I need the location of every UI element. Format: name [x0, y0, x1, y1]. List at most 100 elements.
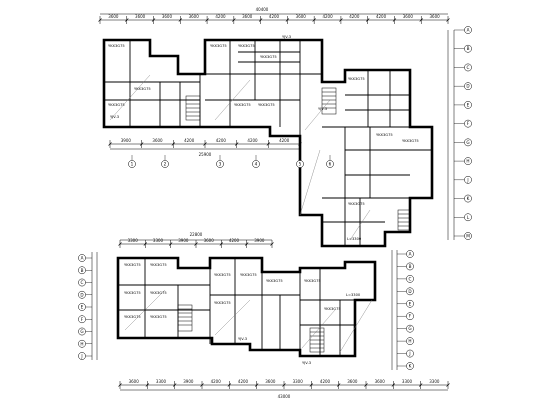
axis-label: G — [408, 326, 411, 331]
axis-bubble — [161, 160, 169, 168]
dimension-label: 3600 — [375, 379, 386, 384]
dimension-slash — [234, 142, 239, 146]
axis-bubble — [464, 175, 472, 184]
dimension-label: 3600 — [135, 14, 146, 19]
axis-label: D — [408, 289, 411, 294]
dimension-slash — [194, 242, 198, 246]
dimension-slash — [298, 142, 302, 146]
dimension-label: 4200 — [216, 138, 227, 143]
axis-label: 6 — [329, 162, 332, 167]
room-label: YKX3G75 — [260, 55, 277, 59]
axis-bubble — [252, 160, 260, 168]
lower-top-total-dim: 22800 — [190, 232, 203, 237]
wiring-note: YJV-3 — [238, 337, 247, 341]
dimension-label: 3600 — [204, 238, 215, 243]
axis-label: B — [467, 46, 470, 51]
dimension-slash — [145, 383, 150, 387]
axis-bubble — [78, 278, 86, 287]
wiring-note: YJV-3 — [110, 115, 119, 119]
room-label: YKX3G75 — [348, 202, 365, 206]
dimension-slash — [419, 18, 423, 22]
axis-label: H — [80, 341, 83, 346]
axis-bubble — [464, 101, 472, 109]
dimension-label: 3600 — [430, 14, 441, 19]
axis-label: G — [466, 140, 469, 145]
axis-label: F — [409, 314, 412, 319]
dimension-slash — [309, 383, 314, 387]
axis-bubble — [464, 63, 472, 72]
axis-label: E — [409, 301, 412, 306]
axis-bubble — [406, 275, 414, 283]
axis-bubble — [464, 26, 472, 34]
dimension-label: 3600 — [347, 379, 358, 384]
wiring-note: YJV-3 — [302, 361, 311, 365]
axis-label: F — [81, 317, 84, 322]
dimension-label: 4200 — [320, 379, 331, 384]
axis-bubble — [326, 160, 334, 168]
axis-bubble — [128, 160, 136, 168]
room-label: YKX3G75 — [240, 273, 257, 277]
upper-top-total-dim: 40400 — [256, 7, 269, 12]
dimension-label: 3600 — [265, 379, 276, 384]
dimension-slash — [171, 142, 176, 146]
axis-label: C — [409, 276, 412, 281]
upper-block-room-labels: YKX3G75 YKX3G75 YKX3G75 YKX3G75 YKX3G75 … — [108, 35, 419, 241]
dimension-label: 3300 — [429, 379, 440, 384]
axis-label: C — [81, 280, 84, 285]
axis-label: A — [409, 252, 412, 257]
dimension-label: 3900 — [254, 238, 265, 243]
room-label: YKX3G75 — [348, 77, 365, 81]
axis-label: K — [409, 364, 412, 369]
axis-label: J — [408, 351, 410, 356]
axis-label: J — [466, 177, 468, 182]
upper-mid-total-dim: 25900 — [199, 152, 212, 157]
dimension-slash — [336, 383, 341, 387]
dimension-label: 3300 — [156, 379, 167, 384]
axis-label: A — [467, 28, 470, 33]
axis-label: L — [467, 215, 470, 220]
dimension-slash — [108, 142, 112, 146]
axis-label: H — [408, 339, 411, 344]
lower-block-room-labels: YKX3G75 YKX3G75 YKX3G75 YKX3G75 YKX3G75 … — [124, 263, 361, 365]
room-label: YKX3G75 — [238, 44, 255, 48]
axis-bubble — [78, 290, 86, 299]
dimension-slash — [151, 18, 156, 22]
axis-label: D — [466, 84, 469, 89]
dimension-slash — [227, 383, 232, 387]
dimension-slash — [270, 242, 274, 246]
axis-label: K — [467, 196, 470, 201]
room-label: YKX3G75 — [376, 133, 393, 137]
axis-bubble — [406, 349, 414, 358]
dimension-slash — [118, 242, 122, 246]
dimension-label: 3600 — [108, 14, 119, 19]
lower-bottom-total-dim: 43000 — [278, 394, 291, 399]
axis-label: 1 — [131, 162, 134, 167]
axis-label: C — [467, 65, 470, 70]
dimension-slash — [391, 383, 396, 387]
dimension-slash — [168, 242, 173, 246]
room-label: YKX3G75 — [234, 103, 251, 107]
dimension-label: 3600 — [152, 138, 163, 143]
axis-bubble — [78, 327, 86, 336]
axis-bubble — [78, 303, 86, 311]
dimension-label: 3300 — [153, 238, 164, 243]
axis-label: H — [466, 159, 469, 164]
axis-bubble — [78, 339, 86, 348]
axis-label: E — [81, 305, 84, 310]
axis-bubble — [78, 266, 86, 275]
axis-bubble — [296, 160, 304, 168]
dimension-label: 3600 — [296, 14, 307, 19]
axis-label: 3 — [219, 162, 222, 167]
room-label: YKX3G75 — [124, 315, 141, 319]
dimension-slash — [282, 383, 286, 387]
dimension-slash — [339, 18, 343, 22]
dimension-slash — [172, 383, 177, 387]
room-label: YKX3G75 — [304, 279, 321, 283]
dimension-slash — [203, 142, 207, 146]
dimension-slash — [125, 18, 129, 22]
dimension-label: 4200 — [211, 379, 222, 384]
